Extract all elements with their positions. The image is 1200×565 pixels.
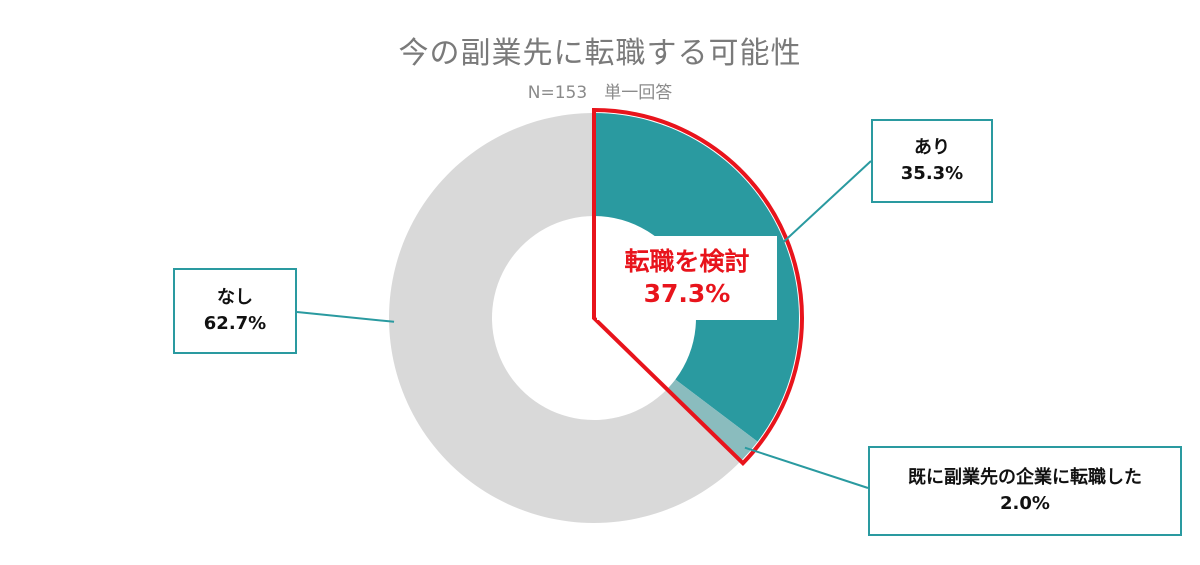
- chart-subtitle: N=153 単一回答: [527, 83, 673, 103]
- highlight-value: 37.3%: [643, 279, 731, 308]
- slice-nashi: [389, 113, 741, 523]
- callout-already-changed: 既に副業先の企業に転職した 2.0%: [868, 446, 1182, 536]
- callout-nashi: なし 62.7%: [173, 268, 297, 354]
- callout-ari: あり 35.3%: [871, 119, 993, 203]
- slice-already-changed: [667, 379, 758, 462]
- highlight-outline: [592, 107, 804, 467]
- callout-nashi-label: なし: [217, 287, 253, 308]
- callout-nashi-value: 62.7%: [203, 313, 267, 334]
- callout-ari-label: あり: [914, 137, 950, 158]
- leader-line-nashi: [296, 311, 395, 323]
- callout-ari-value: 35.3%: [900, 163, 964, 184]
- highlight-label-box: 転職を検討 37.3%: [597, 236, 777, 320]
- callout-already-changed-value: 2.0%: [1000, 493, 1050, 514]
- highlight-label: 転職を検討: [624, 247, 750, 276]
- leader-line-already-changed: [744, 446, 869, 489]
- chart-title: 今の副業先に転職する可能性: [398, 36, 802, 71]
- callout-already-changed-label: 既に副業先の企業に転職した: [908, 467, 1142, 488]
- leader-line-ari: [767, 160, 872, 257]
